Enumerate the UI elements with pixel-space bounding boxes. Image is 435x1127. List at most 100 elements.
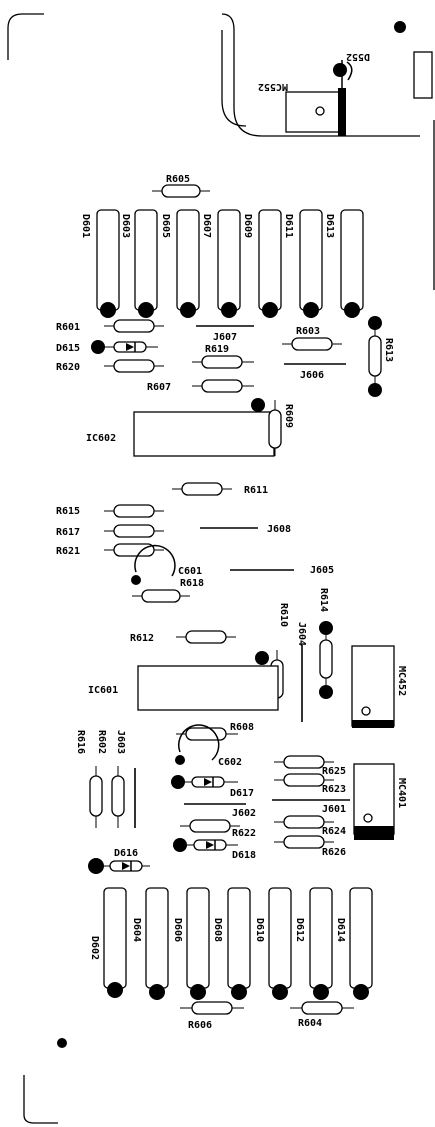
- resistor-r614: R614: [318, 588, 333, 699]
- diode-d603: D603: [120, 209, 158, 318]
- mounting-hole: [394, 21, 406, 33]
- d618-label: D618: [232, 850, 256, 861]
- d607-label: D607: [201, 214, 212, 238]
- resistor-r622: R622: [180, 819, 256, 839]
- resistor-r603: R603: [282, 326, 342, 351]
- diode-d609: D609: [242, 209, 282, 318]
- d613-label: D613: [324, 214, 335, 238]
- d608-label: D608: [212, 918, 223, 942]
- board-outline: [7, 13, 435, 1124]
- r623-label: R623: [322, 784, 346, 795]
- j604-label: J604: [296, 622, 307, 646]
- d606-label: D606: [172, 918, 183, 942]
- j603-label: J603: [115, 730, 126, 754]
- resistor-r615: R615: [56, 504, 164, 518]
- mc552-regulator: MC552 D552: [258, 51, 370, 136]
- resistor-r626: R626: [274, 835, 346, 858]
- j608-label: J608: [267, 524, 291, 535]
- edge-connector: [413, 51, 433, 99]
- diode-d601: D601: [80, 209, 120, 318]
- d612-label: D612: [294, 918, 305, 942]
- diode-d608: D608: [212, 887, 251, 1000]
- diode-d604: D604: [131, 887, 169, 1000]
- c601-label: C601: [178, 566, 202, 577]
- d603-label: D603: [120, 214, 131, 238]
- resistor-r620: R620: [56, 359, 164, 373]
- diode-d615: D615: [56, 340, 158, 354]
- resistor-r605: R605: [152, 174, 210, 198]
- jumper-j606: J606: [284, 363, 346, 381]
- d610-label: D610: [254, 918, 265, 942]
- diode-d616: D616: [88, 848, 150, 874]
- r614-label: R614: [318, 588, 329, 612]
- d614-label: D614: [335, 918, 346, 942]
- d616-label: D616: [114, 848, 138, 859]
- resistor-r624: R624: [274, 815, 346, 837]
- ic601-chip: IC601: [88, 665, 279, 711]
- r611-label: R611: [244, 485, 268, 496]
- jumper-j608: J608: [200, 524, 291, 535]
- mc401-regulator: MC401: [353, 763, 407, 840]
- d605-label: D605: [160, 214, 171, 238]
- resistor-r625: R625: [274, 755, 346, 777]
- mc452-regulator: MC452: [351, 645, 407, 728]
- r619-label: R619: [205, 344, 229, 355]
- jumper-j605: J605: [230, 565, 334, 576]
- r609-label: R609: [283, 404, 294, 428]
- d602-label: D602: [89, 936, 100, 960]
- r603-label: R603: [296, 326, 320, 337]
- diode-d602: D602: [89, 887, 127, 998]
- r615-label: R615: [56, 506, 80, 517]
- resistor-r602: R602: [96, 730, 125, 828]
- jumper-j607: J607: [196, 325, 254, 343]
- resistor-r619: R619: [192, 344, 254, 369]
- j606-label: J606: [300, 370, 324, 381]
- diode-d613: D613: [324, 209, 364, 318]
- resistor-r604: R604: [290, 1001, 354, 1029]
- r618-label: R618: [180, 578, 204, 589]
- capacitor-c602: C602: [175, 724, 242, 768]
- mc401-label: MC401: [396, 778, 407, 808]
- resistor-r609: R609: [251, 398, 294, 456]
- jumper-j603: J603: [115, 730, 136, 828]
- jumper-j602: J602: [184, 803, 256, 819]
- d611-label: D611: [283, 214, 294, 238]
- diode-d617: D617: [171, 775, 254, 799]
- resistor-r617: R617: [56, 524, 164, 538]
- ic601-label: IC601: [88, 685, 118, 696]
- d615-label: D615: [56, 343, 80, 354]
- ic602-label: IC602: [86, 433, 116, 444]
- diode-d605: D605: [160, 209, 200, 318]
- r608-label: R608: [230, 722, 254, 733]
- capacitor-c601: C601: [131, 544, 202, 585]
- r617-label: R617: [56, 527, 80, 538]
- jumper-j604: J604: [296, 622, 307, 722]
- resistor-r601: R601: [56, 319, 164, 333]
- r625-label: R625: [322, 766, 346, 777]
- j605-label: J605: [310, 565, 334, 576]
- resistor-r612: R612: [130, 630, 236, 644]
- resistor-r608: R608: [176, 722, 254, 741]
- diode-d607: D607: [201, 209, 241, 318]
- r620-label: R620: [56, 362, 80, 373]
- diode-d611: D611: [283, 209, 323, 318]
- resistor-r618: R618: [132, 578, 204, 603]
- jumper-j601: J601: [272, 799, 350, 815]
- r624-label: R624: [322, 826, 346, 837]
- d601-label: D601: [80, 214, 91, 238]
- j607-label: J607: [213, 332, 237, 343]
- diode-d606: D606: [172, 887, 210, 1000]
- r616-label: R616: [75, 730, 86, 754]
- d609-label: D609: [242, 214, 253, 238]
- resistor-r607: R607: [147, 379, 254, 393]
- d552-label: D552: [346, 51, 370, 62]
- resistor-r623: R623: [274, 773, 346, 795]
- r610-label: R610: [278, 603, 289, 627]
- resistor-r606: R606: [180, 1001, 244, 1031]
- r601-label: R601: [56, 322, 80, 333]
- r622-label: R622: [232, 828, 256, 839]
- r606-label: R606: [188, 1020, 212, 1031]
- mc452-label: MC452: [396, 666, 407, 696]
- resistor-r613: R613: [368, 316, 394, 397]
